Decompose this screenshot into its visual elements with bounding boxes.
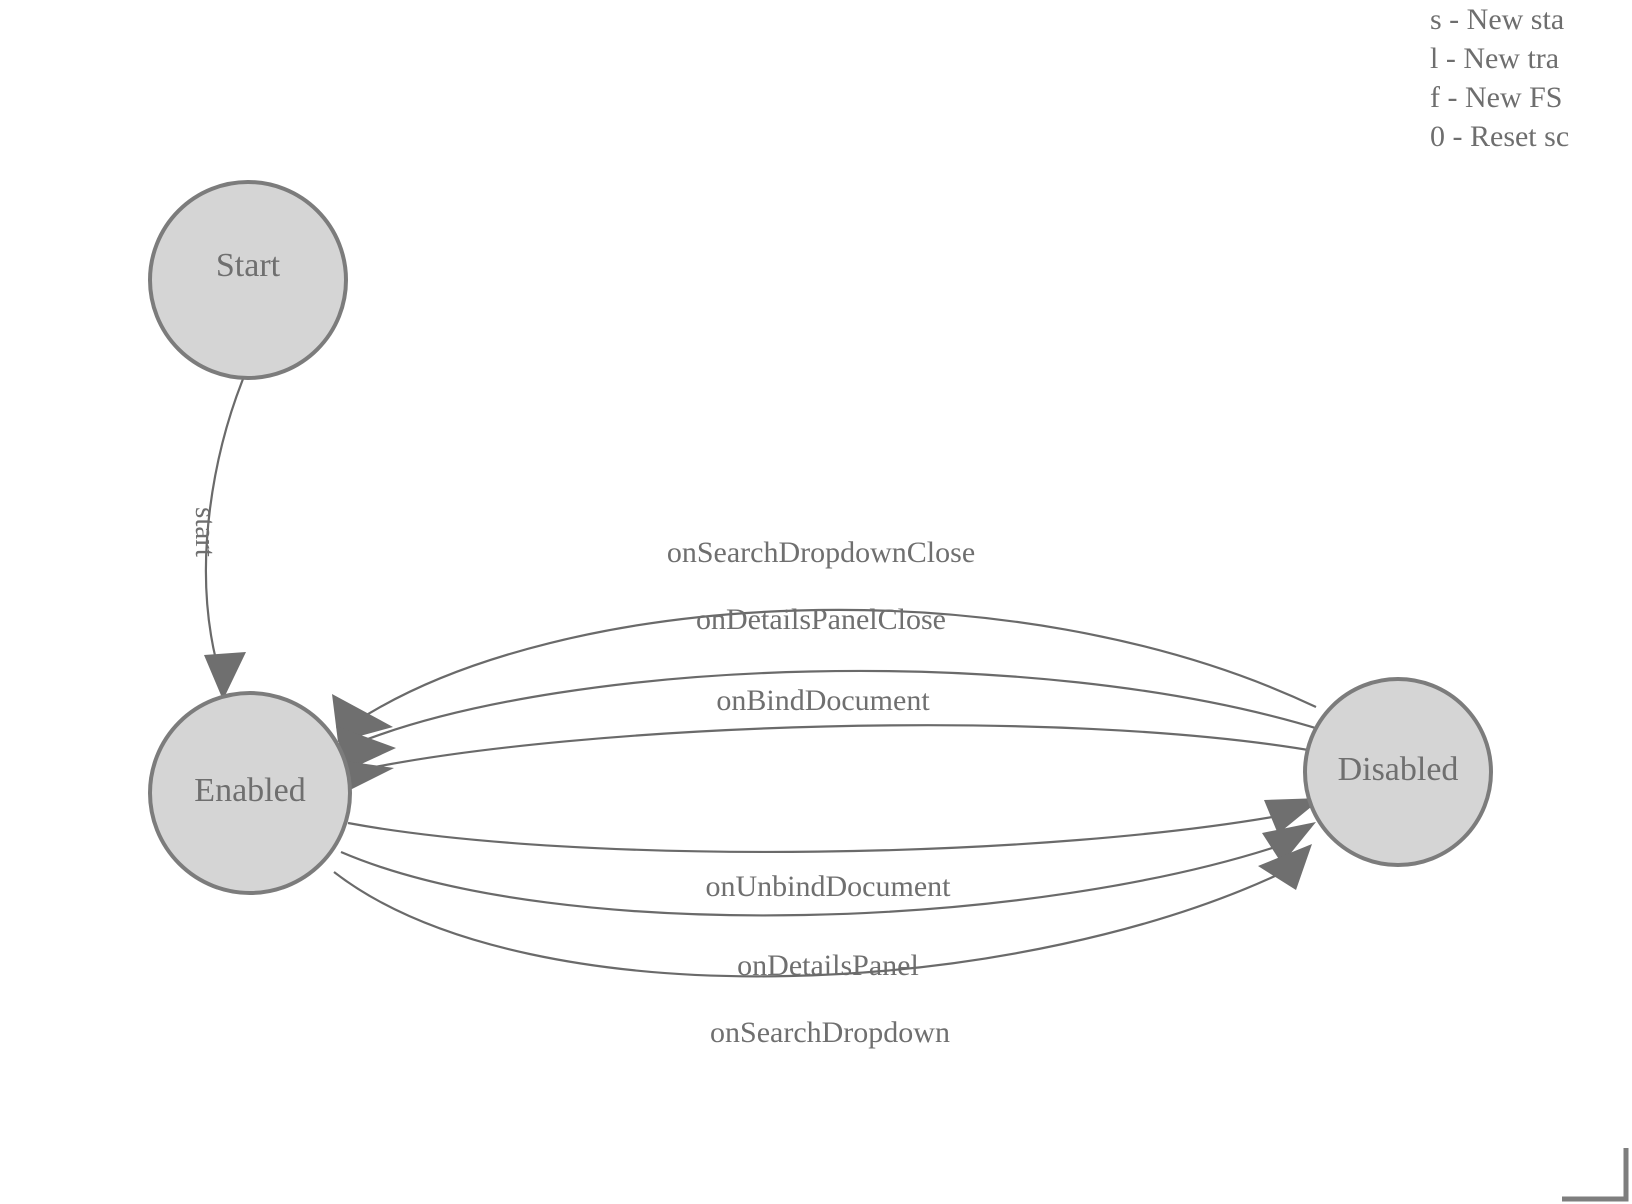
arrowhead-onsearchdropdown [1258, 844, 1312, 890]
edge-path-start-enabled [204, 378, 245, 661]
arrowhead-ondetailspanel [1262, 822, 1316, 864]
edge-path-ondetailspanelclose [359, 669, 1323, 744]
state-circle-enabled [148, 691, 352, 895]
edge-label-onsearchdropdownclose: onSearchDropdownClose [667, 536, 975, 569]
edge-path-ondetailspanel [340, 838, 1297, 917]
arrowhead-ondetailspanelclose [336, 726, 396, 772]
state-node-enabled[interactable]: Enabled [148, 691, 352, 895]
edge-path-onbinddocument [359, 724, 1321, 772]
edge-label-onunbinddocument: onUnbindDocument [706, 870, 952, 903]
edge-label-start: start [189, 507, 221, 557]
resize-corner-mark[interactable] [1562, 1148, 1629, 1202]
transition-start-enabled[interactable]: start [189, 378, 246, 700]
state-label-start: Start [216, 247, 281, 284]
transition-enabled-disabled-unbinddocument[interactable]: onUnbindDocument [347, 798, 1322, 903]
state-circle-disabled [1303, 677, 1493, 867]
arrowhead-onsearchdropdownclose [332, 694, 393, 742]
state-node-start[interactable]: Start [148, 180, 348, 380]
state-circle-start [148, 180, 348, 380]
transition-disabled-enabled-searchdropdownclose[interactable]: onSearchDropdownClose [332, 536, 1317, 742]
transition-disabled-enabled-detailspanelclose[interactable]: onDetailsPanelClose [336, 603, 1323, 772]
edge-path-onsearchdropdown [333, 863, 1301, 978]
edge-label-onbinddocument: onBindDocument [716, 684, 930, 717]
edge-path-onunbinddocument [347, 810, 1301, 854]
transition-enabled-disabled-searchdropdown[interactable]: onSearchDropdown [333, 844, 1312, 1049]
edge-path-onsearchdropdownclose [356, 608, 1317, 722]
arrowhead-onunbinddocument [1264, 798, 1322, 834]
state-label-disabled: Disabled [1338, 751, 1459, 788]
state-node-disabled[interactable]: Disabled [1303, 677, 1493, 867]
edge-label-onsearchdropdown: onSearchDropdown [710, 1016, 950, 1049]
arrowhead-onbinddocument [338, 760, 394, 790]
edge-label-ondetailspanelclose: onDetailsPanelClose [696, 603, 946, 636]
transition-disabled-enabled-binddocument[interactable]: onBindDocument [338, 684, 1321, 790]
state-label-enabled: Enabled [194, 772, 305, 809]
arrowhead-start-enabled [204, 652, 246, 700]
